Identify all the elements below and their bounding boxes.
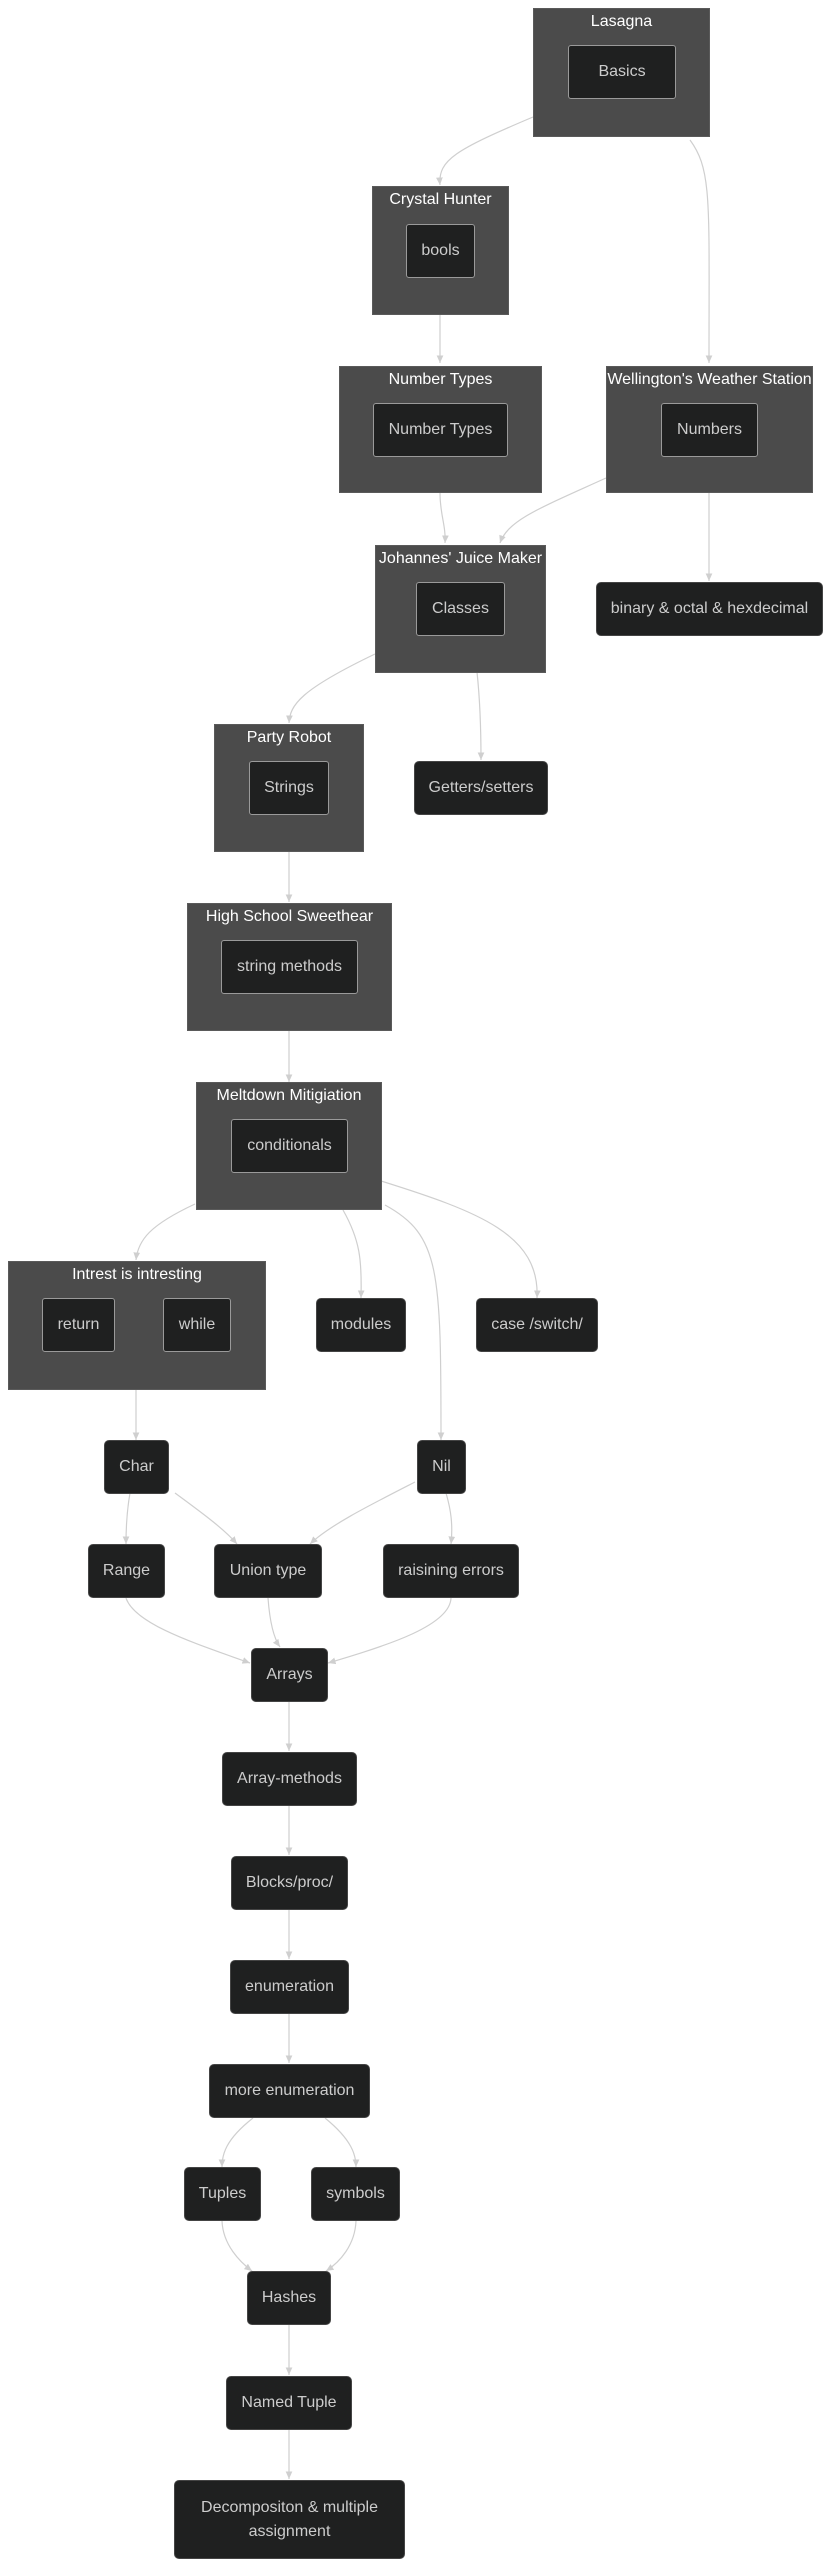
edge-nil-union — [309, 1481, 416, 1545]
node-nil[interactable]: Nil — [417, 1440, 466, 1494]
cluster-title: High School Sweethear — [205, 908, 374, 925]
edge-wellington-johannes — [499, 477, 607, 544]
node-case[interactable]: case /switch/ — [476, 1298, 598, 1352]
edge-range-arrays — [125, 1597, 251, 1664]
node-union-type[interactable]: Union type — [214, 1544, 322, 1598]
edge-tuples-hashes — [221, 2220, 253, 2272]
node-bools[interactable]: bools — [406, 224, 475, 278]
node-string-methods[interactable]: string methods — [221, 940, 358, 994]
node-named-tuple[interactable]: Named Tuple — [226, 2376, 352, 2430]
node-getters[interactable]: Getters/setters — [414, 761, 548, 815]
node-decomposition[interactable]: Decompositon & multiple assignment — [174, 2480, 405, 2559]
edge-johannes-partyrobot — [286, 653, 376, 724]
node-char[interactable]: Char — [104, 1440, 169, 1494]
edge-numbertypes-johannes — [439, 492, 449, 544]
node-conditionals[interactable]: conditionals — [231, 1119, 348, 1173]
cluster-title: Lasagna — [590, 13, 653, 30]
node-strings[interactable]: Strings — [249, 761, 329, 815]
node-array-methods[interactable]: Array-methods — [222, 1752, 357, 1806]
edge-meltdown-case — [380, 1180, 541, 1299]
edge-symbols-hashes — [325, 2220, 357, 2272]
node-enumeration[interactable]: enumeration — [230, 1960, 349, 2014]
edge-johannes-getters — [476, 671, 485, 761]
node-tuples[interactable]: Tuples — [184, 2167, 261, 2221]
node-hashes[interactable]: Hashes — [247, 2271, 331, 2325]
node-arrays[interactable]: Arrays — [251, 1648, 328, 1702]
node-range[interactable]: Range — [88, 1544, 165, 1598]
cluster-title: Party Robot — [246, 729, 332, 746]
edge-meltdown-intrest — [133, 1203, 196, 1261]
node-while[interactable]: while — [163, 1298, 231, 1352]
edge-meltdown-nil — [384, 1204, 445, 1441]
edge-union-arrays — [267, 1597, 281, 1648]
node-raising-errors[interactable]: raisining errors — [383, 1544, 519, 1598]
cluster-title: Meltdown Mitigiation — [216, 1087, 362, 1104]
cluster-title: Crystal Hunter — [389, 191, 492, 208]
edge-meltdown-modules — [342, 1209, 365, 1299]
node-number-types[interactable]: Number Types — [373, 403, 508, 457]
node-binary[interactable]: binary & octal & hexdecimal — [596, 582, 823, 636]
node-modules[interactable]: modules — [316, 1298, 406, 1352]
edge-more-tuples — [218, 2117, 254, 2168]
cluster-title: Intrest is intresting — [72, 1266, 202, 1283]
edge-nil-raising — [445, 1492, 456, 1545]
node-numbers[interactable]: Numbers — [661, 403, 758, 457]
node-basics[interactable]: Basics — [568, 45, 676, 99]
node-blocks[interactable]: Blocks/proc/ — [231, 1856, 348, 1910]
cluster-title: Wellington's Weather Station — [607, 371, 812, 388]
edge-char-union — [174, 1492, 238, 1545]
node-symbols[interactable]: symbols — [311, 2167, 400, 2221]
node-classes[interactable]: Classes — [416, 582, 505, 636]
edge-raising-arrays — [327, 1597, 452, 1665]
edge-char-range — [122, 1492, 131, 1545]
node-decomposition-line2: assignment — [248, 2522, 331, 2540]
edge-lasagna-wellington — [689, 139, 713, 364]
node-decomposition-line1: Decompositon & multiple — [201, 2498, 378, 2516]
node-return[interactable]: return — [42, 1298, 115, 1352]
node-more-enumeration[interactable]: more enumeration — [209, 2064, 370, 2118]
edge-lasagna-crystal — [436, 116, 534, 186]
cluster-title: Number Types — [388, 371, 493, 388]
edge-more-symbols — [324, 2117, 360, 2168]
cluster-title: Johannes' Juice Maker — [378, 550, 543, 567]
